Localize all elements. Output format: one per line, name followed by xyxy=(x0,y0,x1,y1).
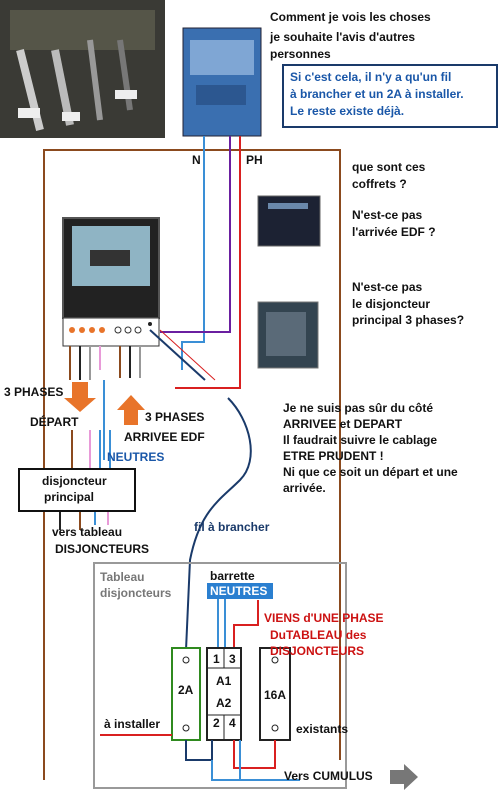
label-16a: 16A xyxy=(264,688,287,702)
label-ph: PH xyxy=(246,153,263,167)
terminal-2: 2 xyxy=(213,716,220,730)
note-box: Si c'est cela, il n'y a qu'un fil à bran… xyxy=(282,64,498,128)
label-depart: DÉPART xyxy=(30,415,79,429)
terminal-4: 4 xyxy=(229,716,236,730)
note-line-3: Le reste existe déjà. xyxy=(290,104,405,118)
label-existants: existants xyxy=(296,722,349,736)
disjoncteur-line-1: disjoncteur xyxy=(42,474,107,488)
label-vers-cumulus: Vers CUMULUS xyxy=(284,769,373,783)
label-2a: 2A xyxy=(178,683,194,697)
terminal-3: 3 xyxy=(229,652,236,666)
label-barrette: barrette xyxy=(210,569,255,583)
intro-line-3: personnes xyxy=(270,47,331,61)
meter-terminal-strip xyxy=(62,317,160,347)
phase-wire xyxy=(175,136,241,389)
question-1-line-1: que sont ces xyxy=(352,160,426,174)
disjoncteur-principal-box: disjoncteur principal xyxy=(18,468,136,512)
arrow-arrivee xyxy=(117,395,145,425)
unsure-line-2: ARRIVEE et DEPART xyxy=(283,417,403,431)
purple-wire xyxy=(160,136,231,333)
tableau-disjoncteurs-frame xyxy=(93,562,347,789)
arrow-depart xyxy=(64,382,96,412)
unsure-line-5: Ni que ce soit un départ et une xyxy=(283,465,458,479)
disjoncteur-line-2: principal xyxy=(44,490,95,504)
unsure-line-3: Il faudrait suivre le cablage xyxy=(283,433,438,447)
brown-wire-outer xyxy=(43,149,341,780)
photo-coffret-2 xyxy=(257,301,319,369)
label-a1: A1 xyxy=(216,674,232,688)
question-3-line-3: principal 3 phases? xyxy=(352,313,465,327)
label-neutres: NEUTRES xyxy=(107,450,165,464)
label-fil-a-brancher: fil à brancher xyxy=(194,520,270,534)
note-line-1: Si c'est cela, il n'y a qu'un fil xyxy=(290,70,452,84)
question-1-line-2: coffrets ? xyxy=(352,177,407,191)
viens-line-2: DuTABLEAU des xyxy=(270,628,367,642)
label-3-phases-depart: 3 PHASES xyxy=(4,385,64,399)
label-disjoncteurs: DISJONCTEURS xyxy=(55,542,150,556)
label-a2: A2 xyxy=(216,696,232,710)
question-2-line-2: l'arrivée EDF ? xyxy=(352,225,436,239)
question-3-line-1: N'est-ce pas xyxy=(352,280,423,294)
viens-line-3: DISJONCTEURS xyxy=(270,644,365,658)
label-barrette-neutres: NEUTRES xyxy=(210,584,268,598)
question-3-line-2: le disjoncteur xyxy=(352,297,431,311)
question-2-line-1: N'est-ce pas xyxy=(352,208,423,222)
photo-electrical-panel xyxy=(0,0,165,138)
terminal-1: 1 xyxy=(213,652,220,666)
intro-line-2: je souhaite l'avis d'autres xyxy=(270,30,416,44)
neutral-wire xyxy=(181,136,205,370)
label-a-installer: à installer xyxy=(104,717,161,731)
tableau-label-2: disjoncteurs xyxy=(100,586,172,600)
photo-top-meter xyxy=(182,27,262,137)
label-3-phases-arrivee: 3 PHASES xyxy=(145,410,205,424)
arrow-cumulus xyxy=(390,764,418,790)
note-line-2: à brancher et un 2A à installer. xyxy=(290,87,464,101)
unsure-line-6: arrivée. xyxy=(283,481,326,495)
tableau-label-1: Tableau xyxy=(100,570,145,584)
fil-a-brancher-wire xyxy=(185,397,252,651)
intro-line-1: Comment je vois les choses xyxy=(270,10,431,24)
label-arrivee-edf: ARRIVEE EDF xyxy=(124,430,205,444)
photo-coffret-1 xyxy=(257,195,321,247)
label-n: N xyxy=(192,153,201,167)
label-vers-tableau: vers tableau xyxy=(52,525,123,539)
viens-line-1: VIENS d'UNE PHASE xyxy=(264,611,384,625)
unsure-line-1: Je ne suis pas sûr du côté xyxy=(283,401,434,415)
barrette-neutres xyxy=(207,583,273,599)
unsure-line-4: ETRE PRUDENT ! xyxy=(283,449,384,463)
